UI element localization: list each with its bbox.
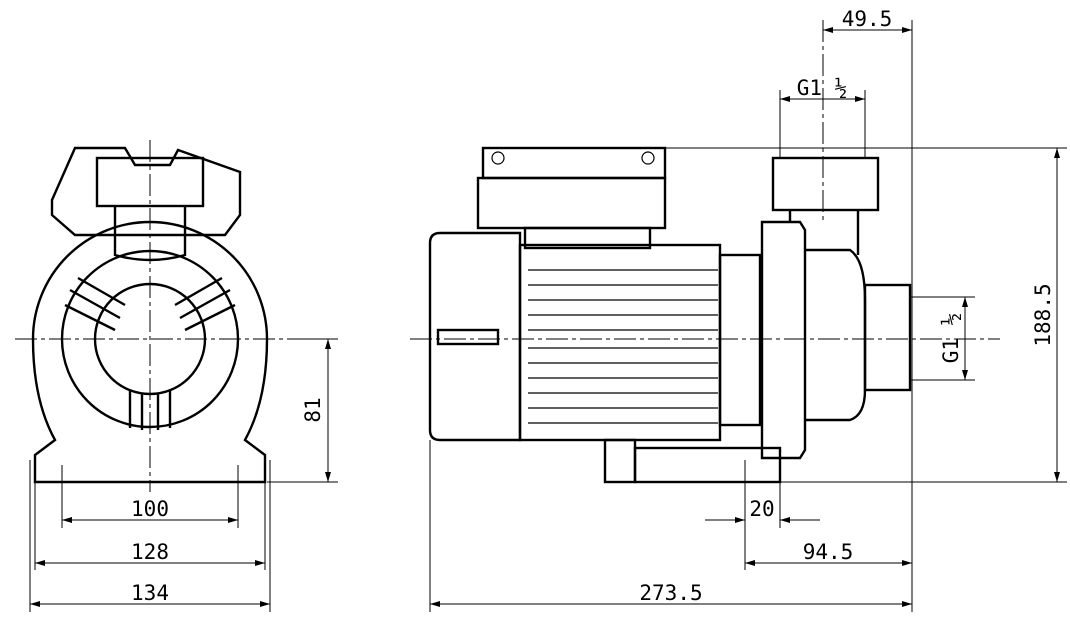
dim-outlet-offset: 49.5 [842, 7, 893, 31]
dim-outlet-thread: G1 ½ [797, 76, 848, 100]
dim-overall-length: 273.5 [639, 581, 702, 605]
dim-foot-to-inlet: 94.5 [803, 540, 854, 564]
dim-overall-width: 134 [131, 581, 169, 605]
dim-foot-width: 20 [749, 497, 774, 521]
dim-base-width: 128 [131, 540, 169, 564]
dim-overall-height: 188.5 [1031, 283, 1055, 346]
dim-inlet-thread: G1 ½ [939, 313, 963, 364]
front-view: 81 100 128 134 [15, 140, 338, 612]
side-view: 49.5 G1 ½ 188.5 G1 ½ 20 94.5 273.5 [410, 7, 1067, 612]
dim-foot-holes: 100 [131, 497, 169, 521]
dim-height-to-axis: 81 [301, 397, 325, 422]
